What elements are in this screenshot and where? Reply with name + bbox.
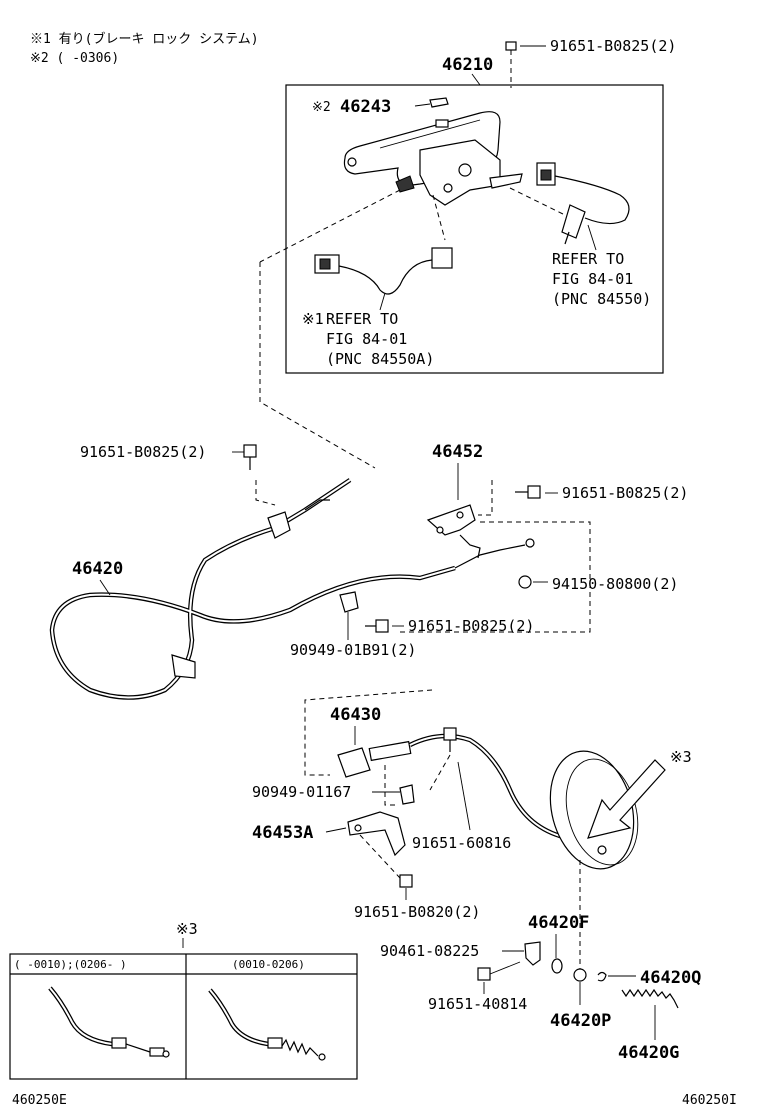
part-label-46420g: 46420G [618,1043,679,1063]
leader-lever-switch [432,194,446,241]
note-2: ※2 ( -0306) [30,51,119,66]
footer-left-code: 460250E [12,1093,67,1108]
dash-46430-group [304,689,433,776]
leader-lever-connector [509,187,566,216]
leader-bolt-60816 [457,761,471,831]
parking-brake-lever-icon [343,111,523,206]
ref-left-line-3: (PNC 84550A) [326,350,434,368]
note-1: ※1 有り(ブレーキ ロック システム) [30,31,259,47]
assembly-46210-box [285,84,664,374]
ref-left-line-2: FIG 84-01 [326,330,407,348]
part-label-46452: 46452 [432,442,483,462]
connector-harness-left-icon [314,247,453,295]
arrow-icon [587,759,666,839]
leader-46420 [99,579,111,596]
part-label-bolt-b0820: 91651-B0820(2) [354,903,480,921]
bolt-icon [443,727,457,752]
clip-icon [524,941,541,966]
spring-icon [621,988,679,1009]
part-label-bolt-60816: 91651-60816 [412,834,511,852]
part-label-46420q: 46420Q [640,968,701,988]
connector-harness-right-icon [536,162,630,245]
leader-46453a [325,827,347,833]
bolt-icon [399,874,413,888]
leader-bolt-left-to-cable [255,480,276,506]
bolt-icon [515,485,541,499]
leader-46243 [414,103,431,107]
leader-front-cable [259,262,376,469]
ref-right-line-2: FIG 84-01 [552,270,633,288]
detail-left-cable-icon [48,986,170,1058]
detail-left-header: ( -0010);(0206- ) [14,958,127,971]
dash-bolt-60816 [429,754,451,791]
detail-box-mark: ※3 [176,920,198,938]
detail-right-cable-icon [208,988,326,1061]
footer-right-code: 460250I [682,1093,737,1108]
bolt-icon [477,967,491,981]
ref-right-line-1: REFER TO [552,250,624,268]
detail-right-header: (0010-0206) [232,958,305,971]
leader-bolt-40814-clip [489,961,521,975]
part-label-46420: 46420 [72,559,123,579]
part-label-bolt-left: 91651-B0825(2) [80,443,206,461]
part-label-46243: 46243 [340,97,391,117]
mark-46243: ※2 [312,100,331,115]
part-label-46453a: 46453A [252,823,313,843]
part-label-bolt-46452: 91651-B0825(2) [562,484,688,502]
part-label-nut-94150: 94150-80800(2) [552,575,678,593]
nut-icon [518,575,532,589]
part-label-46420p: 46420P [550,1011,611,1031]
leader-46210 [471,73,481,86]
mark-3-top: ※3 [670,748,692,766]
part-label-46420f: 46420F [528,913,589,933]
mark-ref-left: ※1 [302,310,324,328]
detail-box [9,953,358,1080]
ref-left-line-1: REFER TO [326,310,398,328]
leader-ref-right [587,224,597,251]
part-label-clip-90461: 90461-08225 [380,942,479,960]
dash-clip-90949-167 [384,765,398,806]
part-label-bolt-top: 91651-B0825(2) [550,37,676,55]
clip-icon [597,971,607,982]
clip-icon [339,591,359,640]
dash-46452-bolt [478,480,493,516]
part-label-46430: 46430 [330,705,381,725]
part-label-bolt-40814: 91651-40814 [428,995,527,1013]
bolt-icon [505,41,517,88]
part-label-bolt-mid: 91651-B0825(2) [408,617,534,635]
leader-ref-left [379,292,386,311]
clip-icon [399,784,415,805]
leader-lever-cable [259,189,401,263]
part-label-clip-90949-167: 90949-01167 [252,783,351,801]
bolt-icon [365,619,389,633]
part-label-clip-90949-b91: 90949-01B91(2) [290,641,416,659]
bolt-icon [243,444,257,470]
ref-right-line-3: (PNC 84550) [552,290,651,308]
part-label-46210: 46210 [442,55,493,75]
nut-icon [573,968,587,982]
washer-icon [551,958,563,974]
front-cable-46420-icon [49,478,535,700]
dash-46452-group [400,521,591,633]
bracket-46452-icon [426,504,481,559]
bracket-46453a-icon [347,811,406,857]
dash-bolt-b0820 [359,834,401,879]
knob-cover-icon [429,97,449,108]
brake-drum-icon [549,750,639,870]
